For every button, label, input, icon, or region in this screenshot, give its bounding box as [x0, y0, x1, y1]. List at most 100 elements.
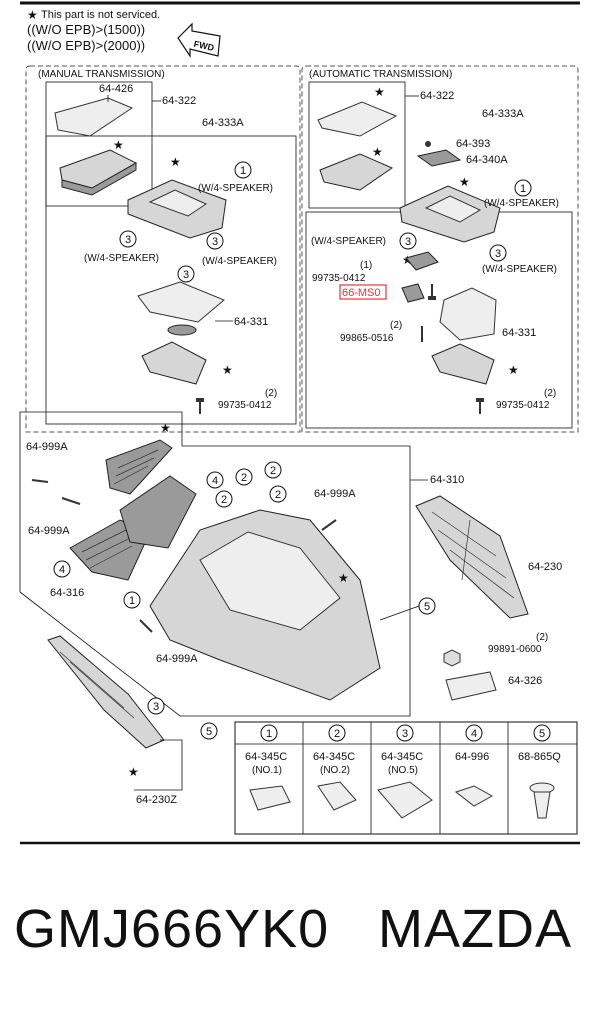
star-icon: ★: [222, 363, 233, 377]
epb-2000-text: ((W/O EPB)>(2000)): [27, 38, 145, 53]
part-console-lid-auto: [319, 153, 394, 191]
label-64-326: 64-326: [508, 675, 542, 687]
star-icon: ★: [128, 765, 139, 779]
label-64-230: 64-230: [528, 561, 562, 573]
svg-text:4: 4: [59, 564, 65, 576]
label-64-230Z: 64-230Z: [136, 794, 177, 806]
callout-3: [147, 697, 165, 715]
screw-icon: [428, 284, 436, 300]
label-64-340A: 64-340A: [466, 154, 508, 166]
label-64-999A: 64-999A: [314, 488, 356, 500]
fwd-label: FWD: [193, 39, 216, 53]
label-w4-speaker: (W/4-SPEAKER): [484, 198, 559, 209]
clip-part-number: 64-345C: [381, 751, 423, 763]
nut-icon: [454, 785, 494, 807]
fwd-arrow-icon: FWD: [177, 22, 221, 58]
callout-4: [53, 560, 71, 578]
clip-note: (NO.1): [252, 765, 282, 776]
manual-section-title: (MANUAL TRANSMISSION): [38, 69, 165, 80]
label-64-322-manual: 64-322: [162, 95, 196, 107]
callout-2: [215, 490, 233, 508]
star-icon: ★: [27, 8, 38, 22]
svg-text:2: 2: [241, 472, 247, 484]
label-99735-0412-manual: 99735-0412: [218, 400, 272, 411]
screw-icon: [61, 497, 81, 505]
star-icon: ★: [372, 145, 383, 159]
clip-part-number: 68-865Q: [518, 751, 561, 763]
callout-1: [234, 161, 252, 179]
svg-text:3: 3: [153, 701, 159, 713]
part-64-331-boot: [137, 281, 225, 323]
callout-3: [399, 232, 417, 250]
clip-icon: [249, 785, 291, 811]
screw-icon: [476, 398, 484, 414]
star-icon: ★: [508, 363, 519, 377]
label-w4-speaker: (W/4-SPEAKER): [198, 183, 273, 194]
callout-1: [260, 724, 278, 742]
screw-icon: [196, 398, 204, 414]
clip-note: (NO.2): [320, 765, 350, 776]
svg-text:4: 4: [471, 728, 477, 740]
part-front-bracket: [119, 475, 197, 549]
label-64-393: 64-393: [456, 138, 490, 150]
svg-text:2: 2: [270, 465, 276, 477]
star-icon: ★: [374, 85, 385, 99]
clip-icon: [317, 781, 357, 811]
callout-3: [489, 244, 507, 262]
svg-text:3: 3: [125, 234, 131, 246]
screw-icon: [31, 479, 49, 483]
svg-text:3: 3: [212, 236, 218, 248]
nut-icon: [443, 649, 461, 667]
part-64-326-bracket: [445, 671, 497, 701]
label-64-999A: 64-999A: [28, 525, 70, 537]
svg-text:5: 5: [206, 726, 212, 738]
svg-text:2: 2: [334, 728, 340, 740]
callout-2: [264, 461, 282, 479]
epb-1500-text: ((W/O EPB)>(1500)): [27, 22, 145, 37]
label-99735-0412-auto-2: 99735-0412: [496, 400, 550, 411]
part-shift-bezel-manual: [141, 341, 207, 385]
part-64-340A: [416, 149, 462, 167]
qty-label: (1): [360, 260, 372, 271]
callout-5: [200, 722, 218, 740]
callout-1: [123, 591, 141, 609]
callout-5: [533, 724, 551, 742]
label-w4-speaker: (W/4-SPEAKER): [202, 256, 277, 267]
manual-transmission-panel: (MANUAL TRANSMISSION) 64-426 64-322 ★ 64…: [25, 65, 301, 433]
part-64-426-lid: [54, 97, 134, 137]
svg-text:2: 2: [275, 489, 281, 501]
label-64-426: 64-426: [99, 83, 133, 95]
callout-3: [206, 232, 224, 250]
part-upper-bracket: [105, 439, 173, 495]
label-99735-0412-auto: 99735-0412: [312, 273, 366, 284]
part-66-MS0-switch: [401, 283, 425, 303]
qty-label: (2): [544, 388, 556, 399]
svg-text:3: 3: [183, 269, 189, 281]
clip-part-number: 64-345C: [313, 751, 355, 763]
star-icon: ★: [338, 571, 349, 585]
star-icon: ★: [160, 421, 171, 435]
push-pin-icon: [529, 782, 555, 819]
clip-table: 1 64-345C (NO.1) 2 64-345C (NO.2) 3 64-3…: [234, 721, 578, 835]
caption: GMJ666YK0 MAZDA: [0, 880, 600, 990]
star-icon: ★: [170, 155, 181, 169]
label-w4-speaker: (W/4-SPEAKER): [311, 236, 386, 247]
star-icon: ★: [113, 138, 124, 152]
part-shift-bezel-auto: [431, 343, 495, 385]
part-64-230-side-panel: [415, 495, 529, 619]
screw-icon: [321, 519, 337, 531]
part-64-331-boot-auto: [439, 287, 497, 341]
svg-text:1: 1: [266, 728, 272, 740]
qty-label: (2): [265, 388, 277, 399]
callout-4: [206, 471, 224, 489]
svg-text:3: 3: [405, 236, 411, 248]
screw-icon: [139, 619, 153, 633]
callout-4: [465, 724, 483, 742]
label-64-333A-manual: 64-333A: [202, 117, 244, 129]
svg-text:5: 5: [539, 728, 545, 740]
clip-part-number: 64-996: [455, 751, 489, 763]
label-64-322-auto: 64-322: [420, 90, 454, 102]
svg-text:2: 2: [221, 494, 227, 506]
label-99891-0600: 99891-0600: [488, 644, 542, 655]
